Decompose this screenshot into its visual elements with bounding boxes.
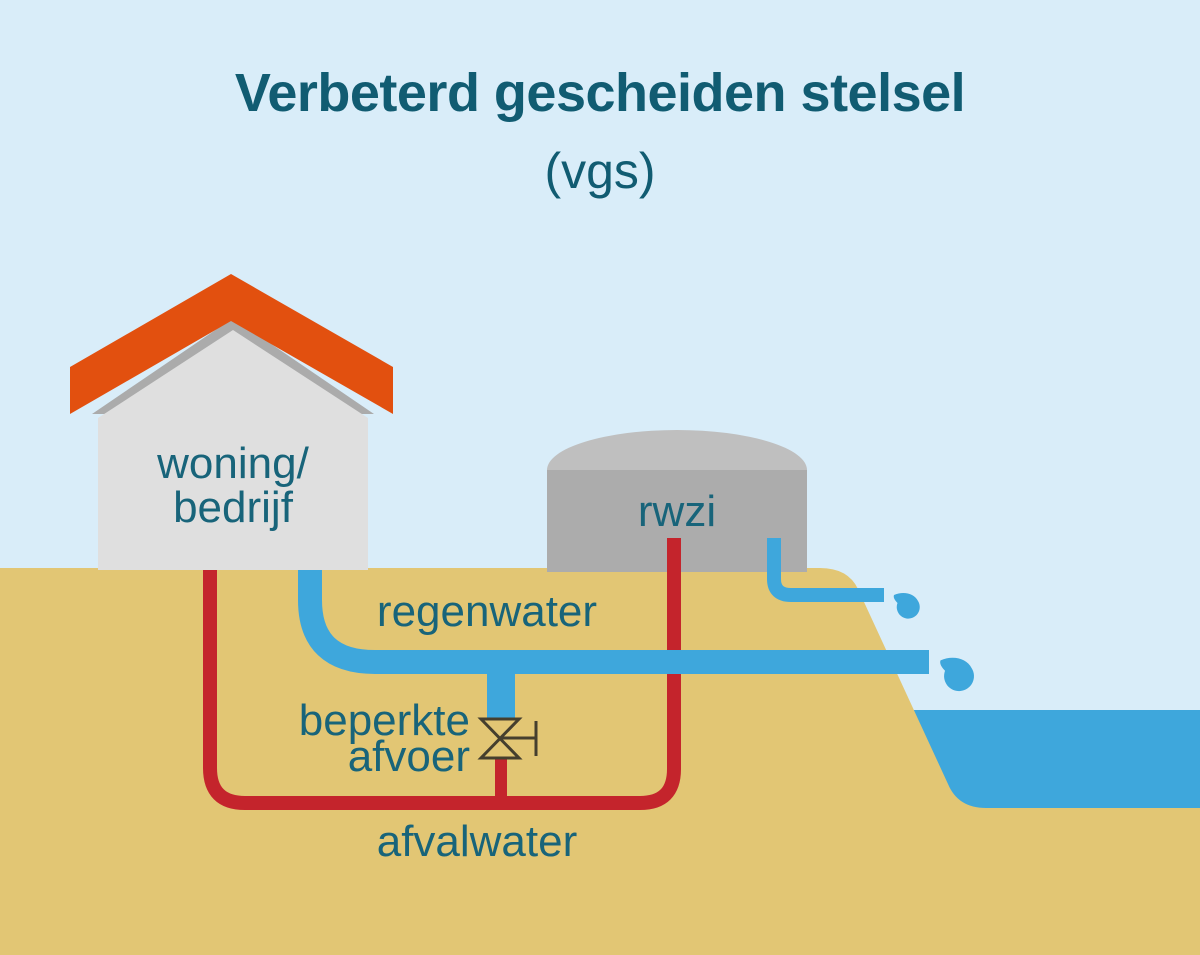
restricted-flow-label-line2: afvoer (348, 732, 470, 781)
wastewater-label: afvalwater (377, 817, 578, 866)
house-label-line1: woning/ (156, 439, 309, 488)
restricted-flow-label-line1: beperkte (299, 696, 470, 745)
throttle-valve (477, 717, 538, 760)
house-label-line2: bedrijf (173, 483, 294, 532)
ground-soil (0, 568, 1200, 955)
water-droplet-large (940, 657, 974, 692)
rainwater-label: regenwater (377, 587, 597, 636)
house-roof (70, 274, 393, 414)
valve-bowtie (477, 717, 523, 760)
rainwater-pipe-main (298, 560, 929, 674)
rwzi-outlet-pipe (767, 538, 884, 602)
diagram-subtitle: (vgs) (544, 143, 655, 199)
diagram-title: Verbeterd gescheiden stelsel (235, 63, 965, 123)
rwzi-label: rwzi (638, 487, 716, 536)
house-body (98, 330, 368, 570)
water-droplet-small (893, 593, 920, 619)
wastewater-pipe-main (203, 538, 681, 810)
